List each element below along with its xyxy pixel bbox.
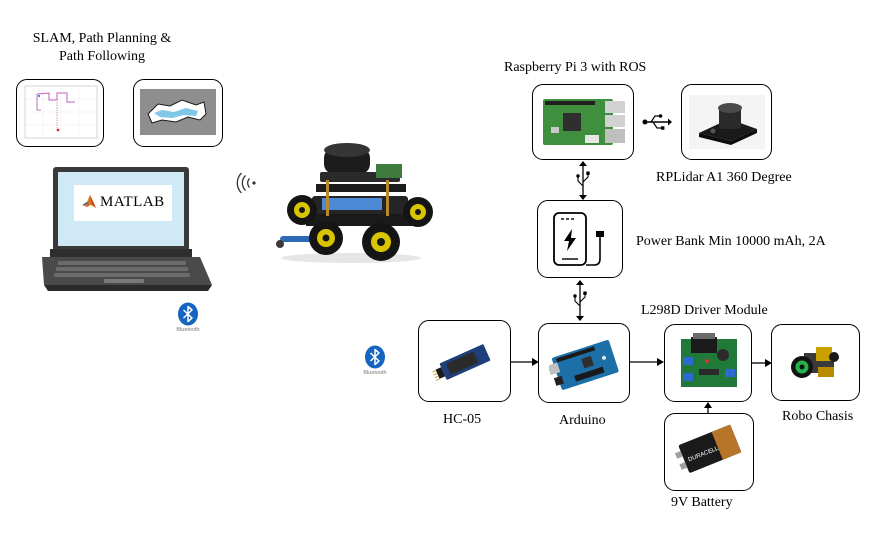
arduino-node — [538, 323, 630, 403]
battery-image: DURACELL — [675, 424, 742, 473]
bluetooth-icon — [178, 302, 198, 326]
raspberry-pi-board — [543, 99, 625, 145]
robot-car-image — [276, 143, 433, 263]
matlab-logo-panel: MATLAB — [74, 185, 172, 221]
raspberry-pi-node — [532, 84, 634, 160]
usb-icon — [642, 114, 672, 130]
arduino-board-image — [549, 340, 619, 390]
battery-node: DURACELL — [664, 413, 754, 491]
raspberry-pi-label: Raspberry Pi 3 with ROS — [504, 60, 647, 75]
power-bank-label: Power Bank Min 10000 mAh, 2A — [636, 234, 826, 249]
driver-label: L298D Driver Module — [641, 303, 768, 318]
bluetooth-label: Bluetooth — [363, 370, 387, 376]
map-plot-graphic — [24, 85, 98, 139]
car-wheel-front-right — [362, 223, 400, 261]
bluetooth-icon — [365, 345, 385, 369]
arrow-battery-driver — [704, 402, 712, 414]
hc05-module-image — [432, 344, 491, 381]
bluetooth-label: Bluetooth — [176, 327, 200, 333]
bluetooth-module: Bluetooth — [358, 345, 392, 376]
hc05-node — [418, 320, 511, 402]
matlab-label: MATLAB — [100, 194, 165, 210]
usb-arrow-power-arduino — [573, 280, 587, 321]
arrow-hc05-arduino — [511, 358, 539, 366]
chassis-label: Robo Chasis — [782, 409, 854, 424]
usb-arrow-power-rpi — [576, 161, 590, 200]
slam-map-plot — [16, 79, 104, 147]
driver-module-image — [681, 333, 737, 387]
chassis-image — [791, 347, 839, 378]
occupancy-map-graphic — [140, 89, 216, 135]
car-wheel-front-left — [309, 221, 343, 255]
slam-caption-line-2: Path Following — [59, 49, 145, 64]
driver-node — [664, 324, 752, 402]
rplidar-image — [689, 95, 765, 149]
arduino-label: Arduino — [559, 413, 606, 428]
wireless-signal-icon — [236, 173, 256, 193]
arrow-arduino-driver — [630, 358, 664, 366]
matlab-icon — [82, 195, 96, 208]
hc05-label: HC-05 — [443, 412, 482, 427]
slam-occupancy-map — [133, 79, 223, 147]
car-wheel-rear-left — [287, 195, 317, 225]
arrow-driver-chassis — [752, 359, 772, 367]
bluetooth-laptop: Bluetooth — [171, 302, 205, 333]
laptop-matlab: MATLAB — [40, 165, 214, 292]
slam-caption-line-1: SLAM, Path Planning & — [32, 31, 172, 46]
power-bank-icon — [553, 212, 604, 266]
slam-caption: SLAM, Path Planning & Path Following — [12, 30, 192, 66]
battery-label: 9V Battery — [671, 495, 733, 510]
car-wheel-rear-right — [403, 197, 433, 227]
chassis-node — [771, 324, 860, 401]
rplidar-node — [681, 84, 772, 160]
power-bank-node — [537, 200, 623, 278]
rplidar-label: RPLidar A1 360 Degree — [656, 170, 792, 185]
